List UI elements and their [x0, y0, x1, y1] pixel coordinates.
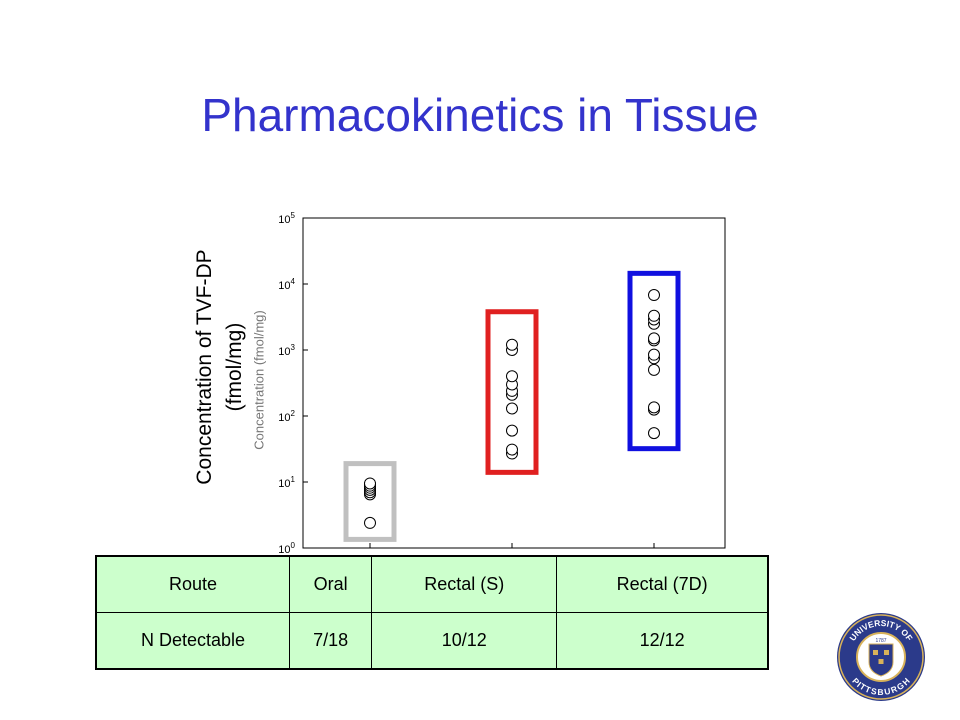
data-point-1-2	[506, 424, 518, 437]
data-point-2-3	[648, 363, 660, 376]
y-tick-label-5: 105	[278, 211, 295, 226]
data-point-1-9	[506, 338, 518, 351]
y-axis-label: Concentration of TVF-DP (fmol/mg)	[190, 207, 260, 527]
table-cell-oral: 7/18	[288, 612, 373, 670]
table-header-row: Route Oral Rectal (S) Rectal (7D)	[95, 555, 769, 613]
y-axis-ticks: 100 101 102 103 104 105	[278, 211, 308, 556]
data-point-1-3	[506, 402, 518, 415]
y-tick-label-3: 103	[278, 343, 295, 358]
data-point-0-6	[364, 477, 376, 490]
data-point-2-7	[648, 332, 660, 345]
data-point-1-1	[506, 443, 518, 456]
table-row-label: N Detectable	[95, 612, 290, 670]
y-tick-label-1: 101	[278, 475, 295, 490]
detection-table: Route Oral Rectal (S) Rectal (7D) N Dete…	[95, 555, 769, 670]
data-points	[364, 289, 660, 529]
highlight-boxes	[343, 270, 681, 542]
table-row: N Detectable 7/18 10/12 12/12	[95, 612, 769, 670]
data-point-2-2	[648, 401, 660, 414]
data-point-1-7	[506, 370, 518, 383]
table-cell-rectal-s: 10/12	[371, 612, 558, 670]
y-tick-label-0: 100	[278, 541, 295, 556]
highlight-box-0	[343, 461, 397, 542]
y-axis-label-text: Concentration of TVF-DP (fmol/mg)	[193, 249, 246, 485]
data-point-2-5	[648, 348, 660, 361]
table-header-route: Route	[95, 555, 290, 613]
x-axis-ticks	[369, 543, 655, 548]
slide-title: Pharmacokinetics in Tissue	[201, 89, 759, 141]
svg-text:1787: 1787	[875, 638, 886, 644]
highlight-box-2	[627, 270, 681, 452]
data-point-2-11	[648, 289, 660, 302]
highlight-box-1	[485, 309, 539, 475]
table-header-rectal-s: Rectal (S)	[371, 555, 558, 613]
table-header-oral: Oral	[288, 555, 373, 613]
data-point-0-0	[364, 516, 376, 529]
plot-area	[302, 217, 726, 549]
university-seal-logo: UNIVERSITY OF PITTSBURGH 1787	[837, 613, 925, 701]
y-tick-label-2: 102	[278, 409, 295, 424]
table-header-rectal-7d: Rectal (7D)	[556, 555, 769, 613]
y-tick-label-4: 104	[278, 277, 295, 292]
table-cell-rectal-7d: 12/12	[556, 612, 769, 670]
data-point-2-10	[648, 309, 660, 322]
data-point-2-0	[648, 427, 660, 440]
